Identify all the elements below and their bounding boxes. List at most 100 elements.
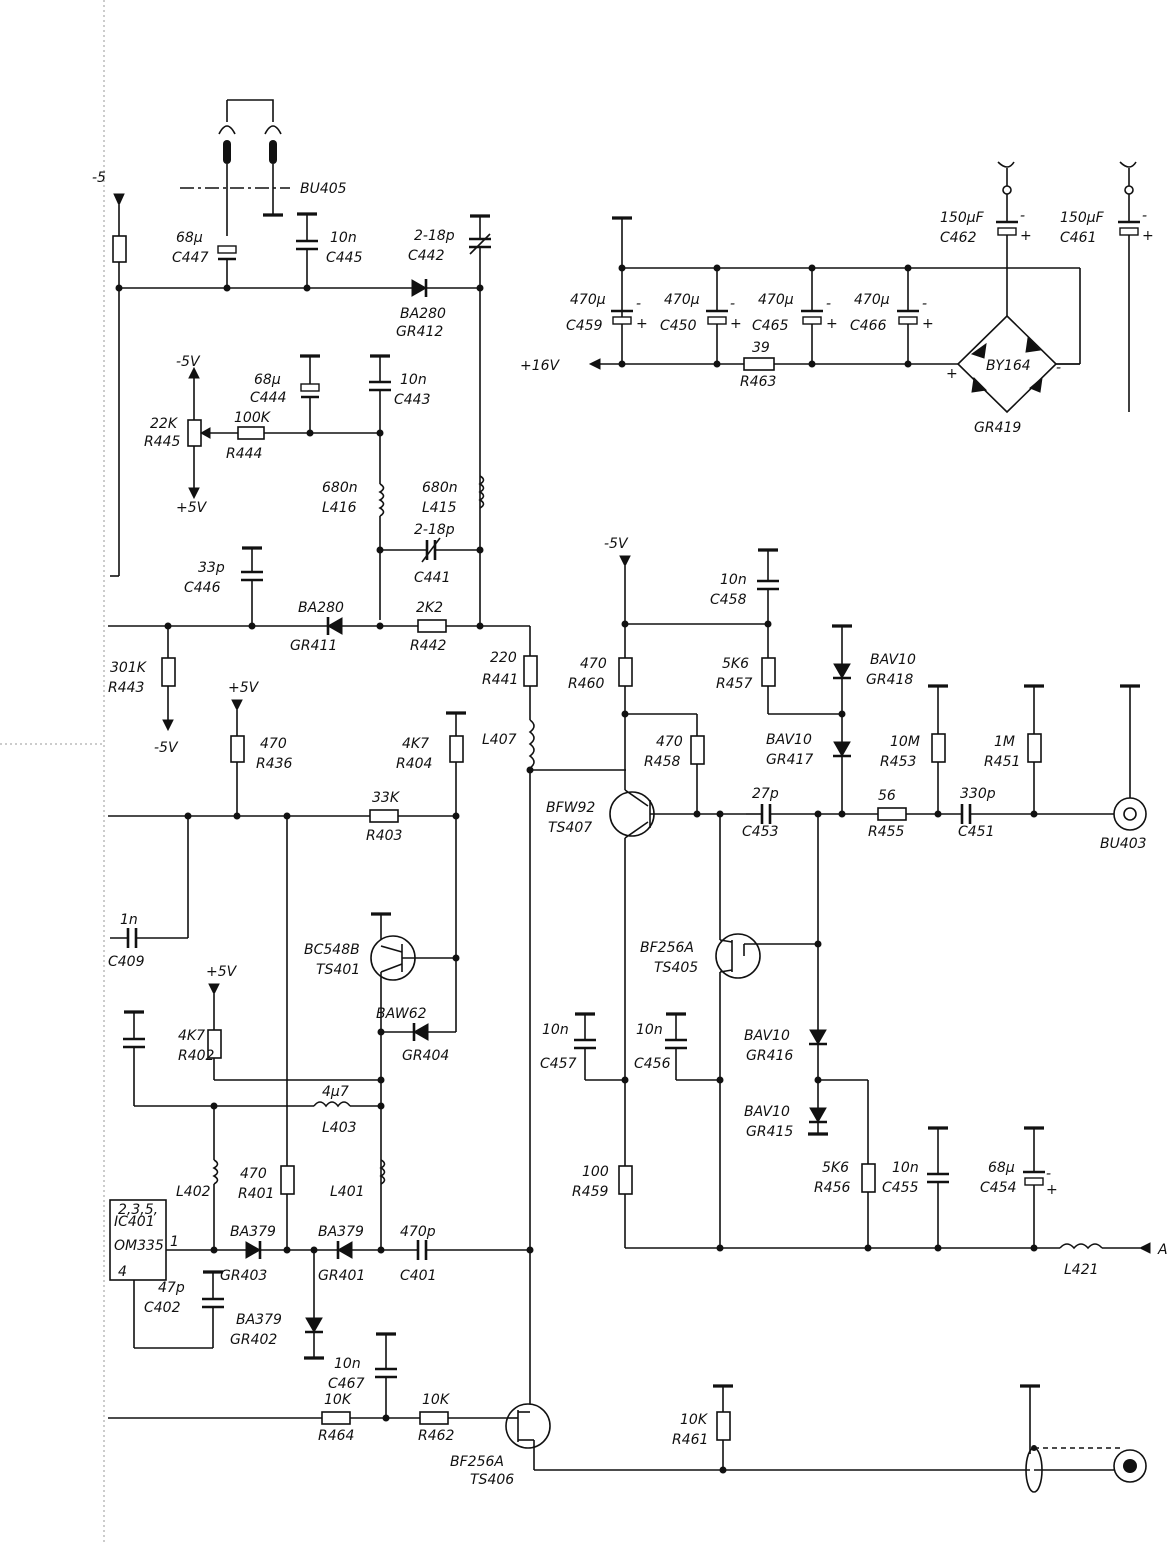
ts401-val: BC548B	[304, 942, 360, 958]
c454-val: 68μ	[988, 1160, 1015, 1176]
resistor-r436	[230, 735, 245, 763]
r402-ref: R402	[178, 1048, 215, 1064]
c456-val: 10n	[636, 1022, 663, 1038]
gr418-val: BAV10	[870, 652, 916, 668]
r453-val: 10M	[890, 734, 920, 750]
r455-ref: R455	[868, 824, 905, 840]
rail-plus5-r436: +5V	[228, 680, 260, 696]
rail-minus5-top: -5	[92, 170, 106, 186]
ic401-pin-1: 1	[170, 1234, 179, 1250]
r456-val: 5K6	[822, 1160, 849, 1176]
c461-ref: C461	[1060, 230, 1097, 246]
pol-c462-plus: +	[1020, 228, 1032, 244]
resistor-r442	[417, 619, 447, 633]
resistor-r456	[861, 1163, 876, 1193]
c444-ref: C444	[250, 390, 287, 406]
diode-gr416	[809, 1029, 827, 1046]
bu403-label: BU403	[1100, 836, 1147, 852]
ts406-ref: TS406	[470, 1472, 514, 1488]
c459-val: 470μ	[570, 292, 606, 308]
c446-ref: C446	[184, 580, 221, 596]
gr401-val: BA379	[318, 1224, 364, 1240]
c457-ref: C457	[540, 1056, 577, 1072]
r461-val: 10K	[680, 1412, 709, 1428]
ts407-ref: TS407	[548, 820, 592, 836]
gr402-val: BA379	[236, 1312, 282, 1328]
gr415-ref: GR415	[746, 1124, 793, 1140]
c453-ref: C453	[742, 824, 779, 840]
ts401-ref: TS401	[316, 962, 360, 978]
c409-ref: C409	[108, 954, 145, 970]
r436-val: 470	[260, 736, 287, 752]
capacitor-bank	[611, 268, 919, 364]
gr404-val: BAW62	[376, 1006, 427, 1022]
c401-ref: C401	[400, 1268, 437, 1284]
transistor-ts406	[505, 1403, 551, 1449]
l403-val: 4μ7	[322, 1084, 349, 1100]
resistor-r461	[716, 1411, 731, 1441]
resistor-r458	[690, 735, 705, 765]
c445-ref: C445	[326, 250, 363, 266]
resistor-r462	[419, 1411, 449, 1425]
r443-val: 301K	[110, 660, 148, 676]
r442-val: 2K2	[416, 600, 443, 616]
bridge-rectifier-gr419	[956, 314, 1058, 414]
transistor-ts407	[609, 791, 655, 837]
gr415-val: BAV10	[744, 1104, 790, 1120]
l403-ref: L403	[322, 1120, 357, 1136]
resistor-r451	[1027, 733, 1042, 763]
c402-val: 47p	[158, 1280, 185, 1296]
gr417-val: BAV10	[766, 732, 812, 748]
r462-ref: R462	[418, 1428, 455, 1444]
pol-c466-minus: -	[922, 296, 927, 312]
c466-val: 470μ	[854, 292, 890, 308]
diode-gr418	[833, 663, 851, 680]
c453-val: 27p	[752, 786, 779, 802]
l402-label: L402	[176, 1184, 211, 1200]
c409-val: 1n	[120, 912, 138, 928]
r459-ref: R459	[572, 1184, 609, 1200]
r461-ref: R461	[672, 1432, 708, 1448]
ic401-ref: IC401	[114, 1214, 155, 1230]
c443-val: 10n	[400, 372, 427, 388]
resistor	[112, 235, 127, 263]
pol-c459-plus: +	[636, 316, 648, 332]
gr416-ref: GR416	[746, 1048, 793, 1064]
l416-val: 680n	[322, 480, 358, 496]
c462-ref: C462	[940, 230, 977, 246]
r441-ref: R441	[482, 672, 518, 688]
r453-ref: R453	[880, 754, 916, 770]
r401-val: 470	[240, 1166, 267, 1182]
resistor-r463	[743, 357, 775, 371]
c455-val: 10n	[892, 1160, 919, 1176]
gr403-ref: GR403	[220, 1268, 267, 1284]
rail-minus5-right: -5V	[604, 536, 629, 552]
pol-c450-plus: +	[730, 316, 742, 332]
r444-val: 100K	[234, 410, 272, 426]
r463-val: 39	[752, 340, 770, 356]
r458-val: 470	[656, 734, 683, 750]
gr412-val: BA280	[400, 306, 446, 322]
r451-ref: R451	[984, 754, 1020, 770]
ts407-val: BFW92	[546, 800, 595, 816]
r462-val: 10K	[422, 1392, 451, 1408]
c447-ref: C447	[172, 250, 209, 266]
rail-plus16: +16V	[520, 358, 561, 374]
ts406-val: BF256A	[450, 1454, 504, 1470]
resistor-r455	[877, 807, 907, 821]
r442-ref: R442	[410, 638, 447, 654]
gr402-ref: GR402	[230, 1332, 277, 1348]
c450-val: 470μ	[664, 292, 700, 308]
rail-arrow	[113, 193, 125, 207]
c444-val: 68μ	[254, 372, 281, 388]
c455-ref: C455	[882, 1180, 919, 1196]
gr411-val: BA280	[298, 600, 344, 616]
c401-val: 470p	[400, 1224, 436, 1240]
ts405-val: BF256A	[640, 940, 694, 956]
bu405-connector: BU405	[180, 99, 347, 236]
ic401-val: OM335	[114, 1238, 164, 1254]
l415-val: 680n	[422, 480, 458, 496]
diode-gr412	[411, 279, 428, 297]
c466-ref: C466	[850, 318, 887, 334]
